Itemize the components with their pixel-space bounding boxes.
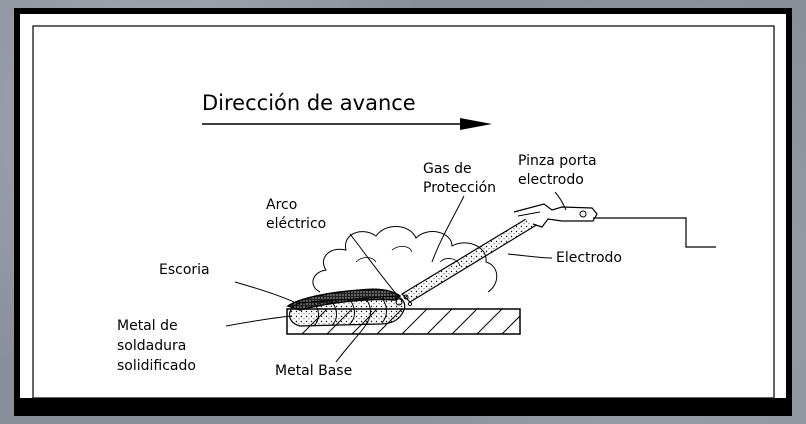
escoria-label: Escoria (159, 262, 210, 278)
electrodo-label: Electrodo (556, 250, 622, 266)
electrode (401, 212, 544, 303)
weld-bead (288, 295, 406, 327)
metal-label-line3: solidificado (117, 358, 196, 374)
gas-label-line1: Gas de (423, 161, 472, 177)
metal-label-line2: soldadura (117, 338, 186, 354)
pinza-label-line1: Pinza porta (518, 153, 597, 169)
metal-base-label: Metal Base (275, 363, 352, 379)
metal-label-line1: Metal de (117, 318, 178, 334)
inner-border (32, 25, 775, 399)
direction-title: Dirección de avance (202, 91, 416, 115)
electrode-holder (513, 203, 716, 248)
arco-label-line2: eléctrico (266, 216, 326, 232)
direction-arrow (202, 118, 492, 130)
leader-lines (225, 191, 567, 363)
pinza-label-line2: electrodo (518, 172, 584, 188)
shielding-gas-cloud (312, 226, 498, 293)
gas-label-line2: Protección (423, 180, 496, 196)
cable-line (593, 217, 716, 248)
arco-label-line1: Arco (266, 197, 297, 213)
